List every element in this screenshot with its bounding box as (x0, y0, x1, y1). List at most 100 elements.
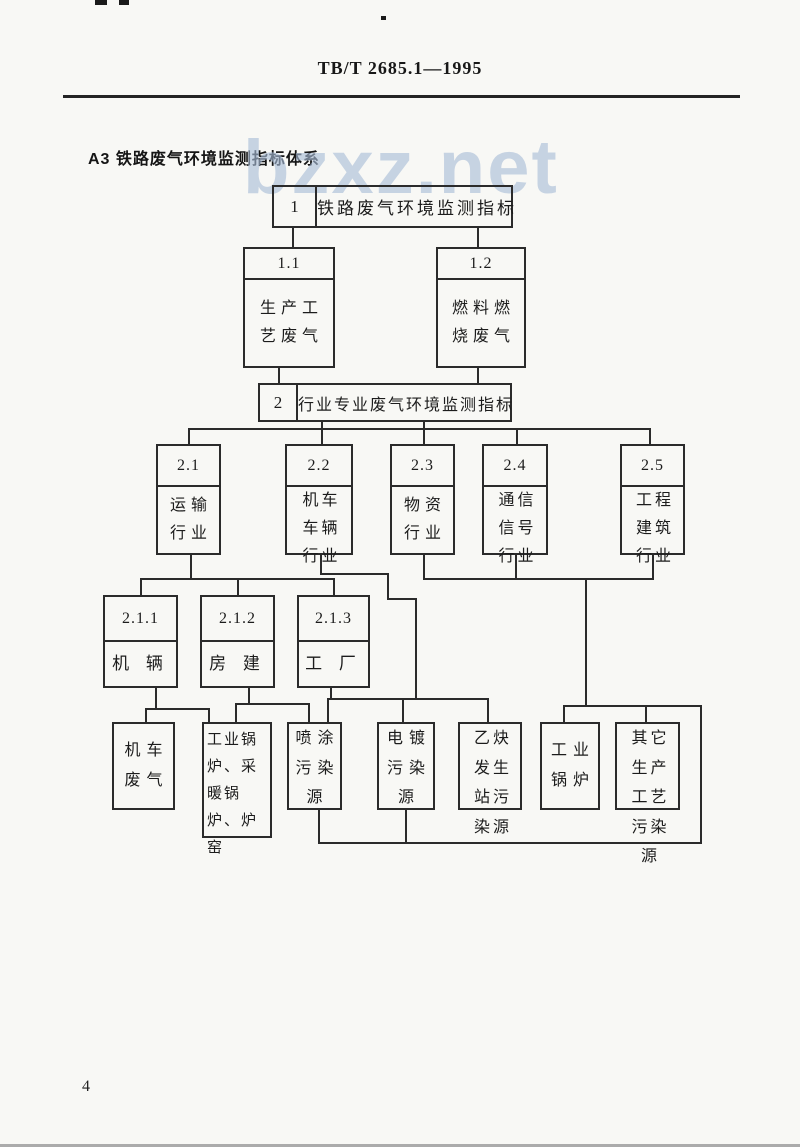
leaf-industrial-heating-boilers-kilns: 工业锅炉、采暖锅炉、炉窑 (202, 722, 272, 856)
connector-line (585, 578, 587, 705)
leaf-electroplating-source-label: 电镀污染源 (386, 730, 431, 807)
connector-line (237, 578, 239, 595)
connector-line (563, 705, 565, 722)
node-2-5: 2.5 工程建筑行业 (620, 444, 685, 565)
leaf-spray-painting-source: 喷涂污染源 (287, 722, 342, 810)
node-2-1-1-code: 2.1.1 (105, 597, 176, 642)
node-2: 2 行业专业废气环境监测指标 (258, 383, 512, 422)
connector-line (423, 578, 654, 580)
leaf-industrial-boiler: 工业锅炉 (540, 722, 600, 810)
leaf-industrial-heating-boilers-kilns-label: 工业锅炉、采暖锅炉、炉窑 (207, 731, 259, 856)
connector-line (487, 698, 489, 722)
scan-artifact (381, 16, 386, 20)
connector-line (235, 703, 310, 705)
leaf-acetylene-station-source-label: 乙炔发生站污染源 (473, 730, 512, 836)
node-2-2-label: 机车车辆行业 (302, 492, 341, 565)
node-1-label: 铁路废气环境监测指标 (317, 199, 517, 218)
page-number: 4 (82, 1078, 90, 1095)
watermark-text: bzxz.net (243, 125, 559, 210)
leaf-acetylene-station-source: 乙炔发生站污染源 (458, 722, 522, 836)
leaf-other-process-sources: 其它生产工艺污染源 (615, 722, 680, 865)
node-2-2: 2.2 机车车辆行业 (285, 444, 353, 565)
node-1: 1 铁路废气环境监测指标 (272, 185, 514, 228)
connector-line (423, 555, 425, 578)
connector-line (645, 705, 647, 722)
node-2-1-2-label: 房 建 (209, 654, 266, 674)
connector-line (321, 428, 323, 444)
scan-bottom-edge (0, 1144, 800, 1147)
connector-line (330, 688, 332, 698)
connector-line (700, 705, 702, 842)
scan-artifact (95, 0, 107, 5)
connector-line (208, 708, 210, 722)
connector-line (292, 228, 294, 247)
node-2-3: 2.3 物资行业 (390, 444, 455, 555)
connector-line (477, 368, 479, 383)
standard-code: TB/T 2685.1—1995 (317, 58, 483, 78)
connector-line (423, 428, 425, 444)
connector-line (318, 842, 702, 844)
connector-line (652, 555, 654, 578)
connector-line (321, 422, 323, 429)
scan-artifact (119, 0, 129, 5)
connector-line (278, 368, 280, 383)
node-2-4: 2.4 通信信号行业 (482, 444, 548, 565)
connector-line (145, 708, 210, 710)
connector-line (327, 698, 489, 700)
node-2-1-3: 2.1.3 工 厂 (297, 595, 370, 688)
connector-line (649, 428, 651, 444)
leaf-industrial-boiler-label: 工业锅炉 (550, 742, 595, 789)
connector-line (402, 698, 404, 722)
node-2-2-code: 2.2 (287, 446, 351, 487)
leaf-other-process-sources-label: 其它生产工艺污染源 (631, 730, 670, 866)
connector-line (248, 688, 250, 703)
connector-line (188, 428, 190, 444)
header-rule (63, 95, 740, 98)
section-title: A3 铁路废气环境监测指标体系 (88, 151, 320, 168)
connector-line (188, 428, 651, 430)
connector-line (140, 578, 142, 595)
node-2-1-2-code: 2.1.2 (202, 597, 273, 642)
connector-line (387, 573, 389, 598)
connector-line (515, 555, 517, 578)
node-1-1: 1.1 生产工艺废气 (243, 247, 335, 368)
connector-line (516, 428, 518, 444)
node-2-1-code: 2.1 (158, 446, 219, 487)
connector-line (387, 598, 417, 600)
connector-line (405, 810, 407, 842)
node-1-code: 1 (274, 187, 317, 226)
connector-line (320, 555, 322, 573)
connector-line (308, 703, 310, 722)
connector-line (563, 705, 702, 707)
node-2-1-3-label: 工 厂 (305, 654, 362, 674)
node-1-2: 1.2 燃料燃烧废气 (436, 247, 526, 368)
node-2-4-label: 通信信号行业 (498, 492, 537, 565)
node-2-label: 行业专业废气环境监测指标 (298, 396, 515, 414)
connector-line (155, 688, 157, 708)
node-2-1-1-label: 机 辆 (112, 654, 169, 674)
node-2-5-code: 2.5 (622, 446, 683, 487)
node-2-3-code: 2.3 (392, 446, 453, 487)
node-1-2-label: 燃料燃烧废气 (451, 300, 515, 345)
connector-line (320, 573, 389, 575)
node-2-3-label: 物资行业 (403, 497, 446, 542)
connector-line (145, 708, 147, 722)
node-1-2-code: 1.2 (438, 249, 524, 280)
connector-line (327, 698, 329, 722)
connector-line (190, 555, 192, 578)
node-1-1-code: 1.1 (245, 249, 333, 280)
node-2-1-1: 2.1.1 机 辆 (103, 595, 178, 688)
node-2-1-3-code: 2.1.3 (299, 597, 368, 642)
connector-line (423, 422, 425, 429)
connector-line (415, 598, 417, 700)
node-1-1-label: 生产工艺废气 (259, 300, 323, 345)
connector-line (477, 228, 479, 247)
connector-line (318, 810, 320, 842)
connector-line (333, 578, 335, 595)
node-2-code: 2 (260, 385, 298, 420)
leaf-locomotive-exhaust-label: 机车废气 (124, 742, 169, 789)
node-2-1-2: 2.1.2 房 建 (200, 595, 275, 688)
node-2-1-label: 运输行业 (169, 497, 212, 542)
leaf-electroplating-source: 电镀污染源 (377, 722, 435, 810)
